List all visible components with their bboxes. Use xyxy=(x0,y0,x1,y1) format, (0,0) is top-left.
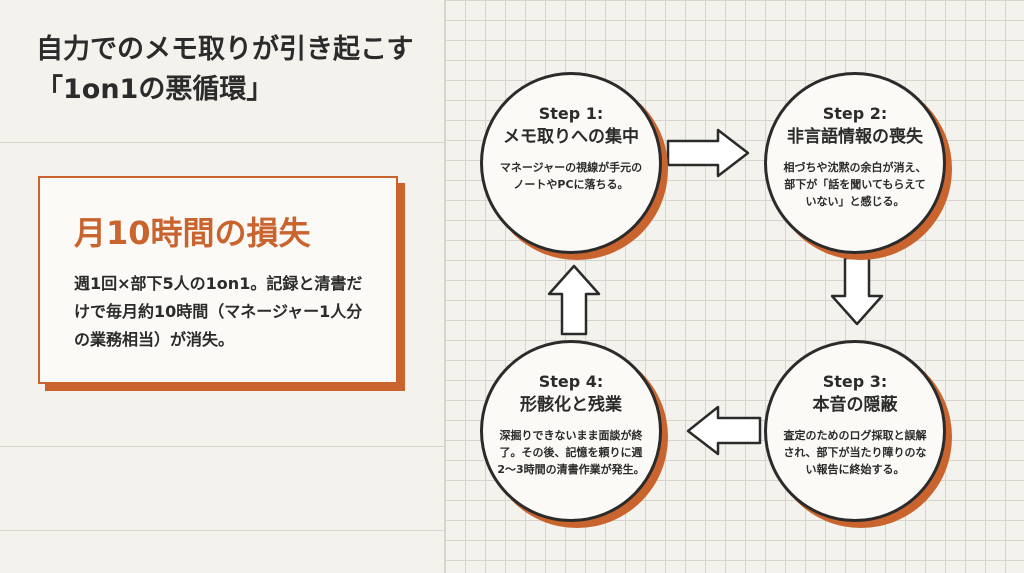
step-label: Step 4: xyxy=(538,372,604,391)
loss-title: 月10時間の損失 xyxy=(74,214,311,252)
loss-card: 月10時間の損失 週1回×部下5人の1on1。記録と清書だけで毎月約10時間（マ… xyxy=(38,176,398,384)
step-label: Step 1: xyxy=(538,104,604,123)
divider-line xyxy=(0,530,444,531)
loss-description: 週1回×部下5人の1on1。記録と清書だけで毎月約10時間（マネージャー1人分の… xyxy=(74,274,363,349)
step-label: Step 2: xyxy=(822,104,888,123)
step-1-circle: Step 1: メモ取りへの集中 マネージャーの視線が手元のノートやPCに落ちる… xyxy=(480,72,662,254)
step-description: マネージャーの視線が手元のノートやPCに落ちる。 xyxy=(499,161,643,191)
page-title: 自力でのメモ取りが引き起こす「1on1の悪循環」 xyxy=(36,34,414,105)
step-description: 査定のためのログ採取と誤解され、部下が当たり障りのない報告に終始する。 xyxy=(783,429,927,476)
step-description: 深掘りできないまま面談が終了。その後、記憶を頼りに週2〜3時間の清書作業が発生。 xyxy=(497,429,645,476)
step-title: 形骸化と残業 xyxy=(520,395,622,415)
divider-line xyxy=(0,446,444,447)
arrow-up-icon xyxy=(547,264,601,336)
arrow-left-icon xyxy=(686,405,762,456)
step-2-circle: Step 2: 非言語情報の喪失 相づちや沈黙の余白が消え、部下が「話を聞いても… xyxy=(764,72,946,254)
step-description: 相づちや沈黙の余白が消え、部下が「話を聞いてもらえていない」と感じる。 xyxy=(783,161,927,208)
step-label: Step 3: xyxy=(822,372,888,391)
arrow-down-icon xyxy=(830,256,884,326)
step-4-circle: Step 4: 形骸化と残業 深掘りできないまま面談が終了。その後、記憶を頼りに… xyxy=(480,340,662,522)
divider-line xyxy=(0,142,444,143)
step-title: 本音の隠蔽 xyxy=(812,395,898,415)
arrow-right-icon xyxy=(666,128,750,178)
step-title: 非言語情報の喪失 xyxy=(787,127,923,147)
step-3-circle: Step 3: 本音の隠蔽 査定のためのログ採取と誤解され、部下が当たり障りのな… xyxy=(764,340,946,522)
step-title: メモ取りへの集中 xyxy=(503,127,639,147)
